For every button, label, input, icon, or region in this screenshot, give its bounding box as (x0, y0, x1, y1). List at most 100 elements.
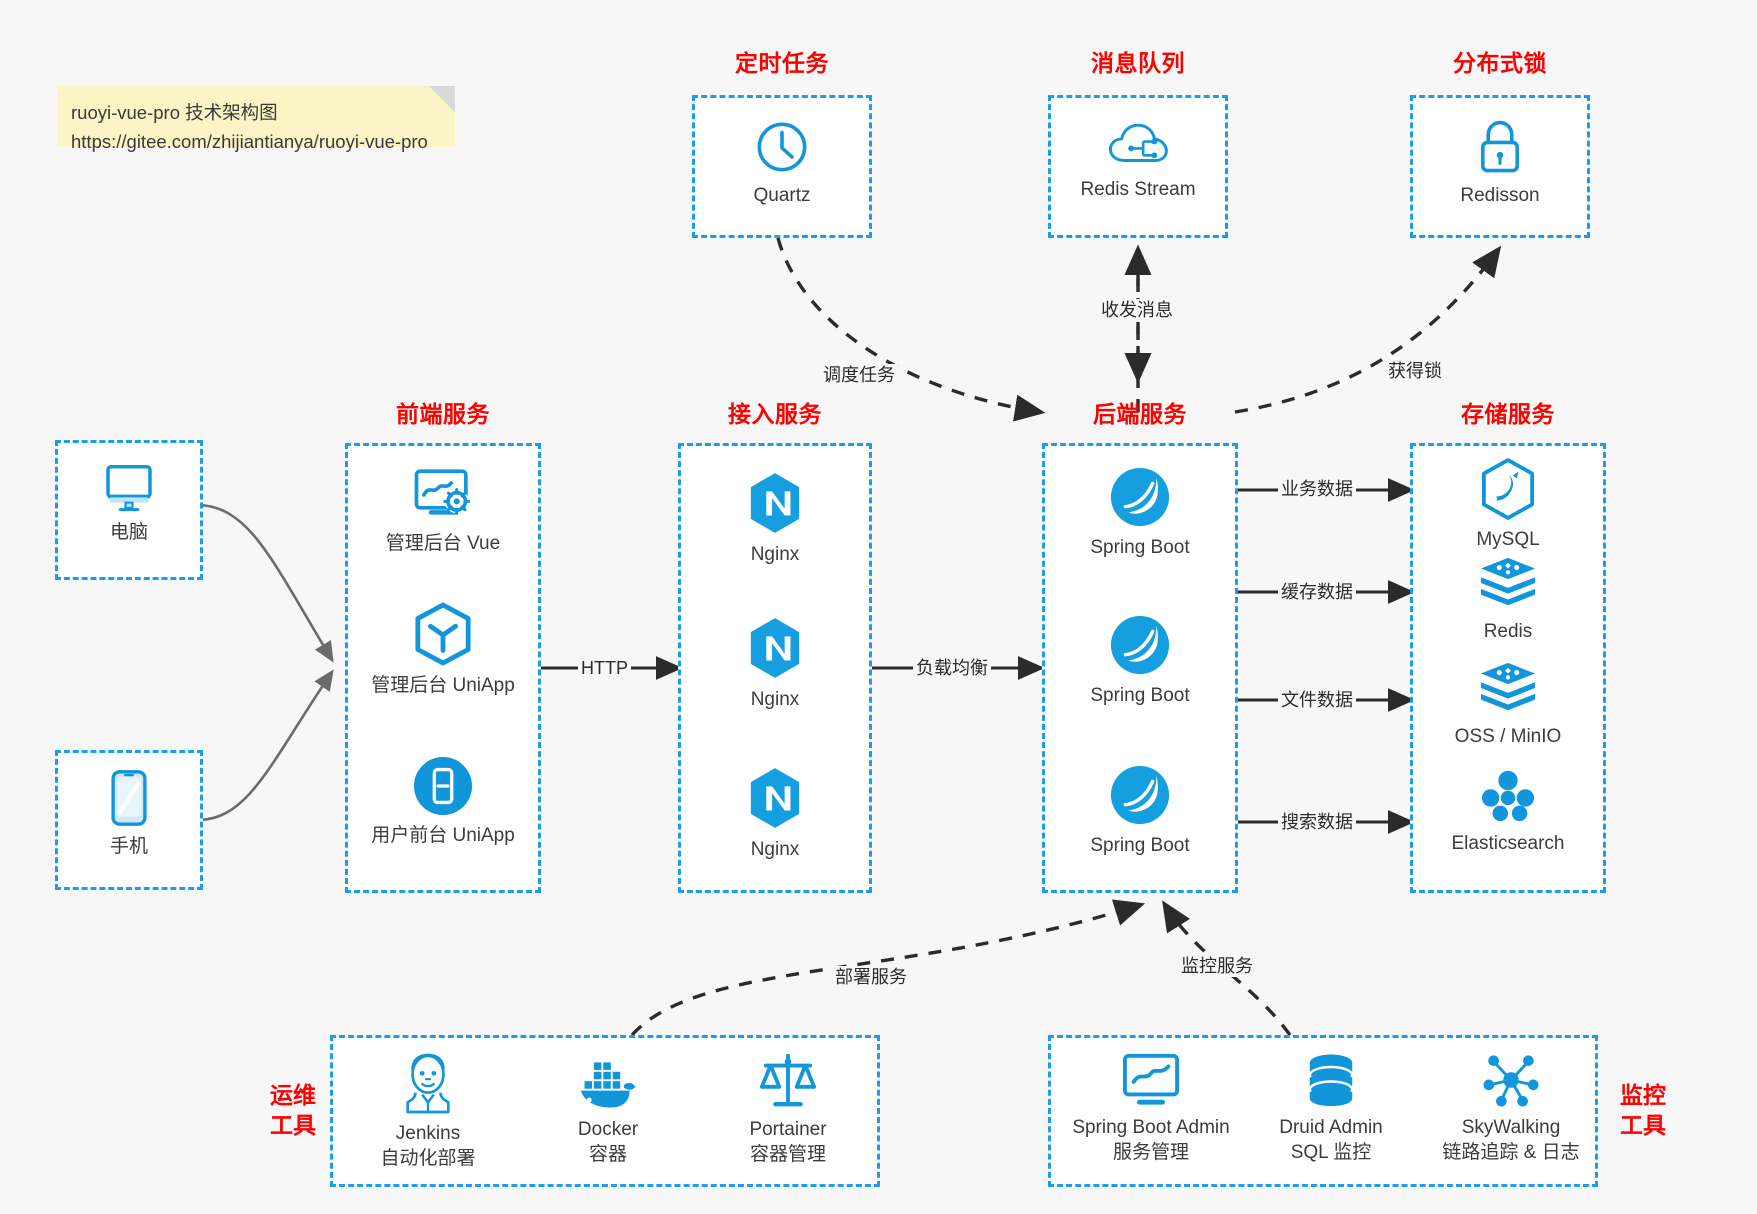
oss-stack-icon (1478, 661, 1538, 717)
node-label: Quartz (753, 185, 811, 206)
group-lock: Redisson (1410, 95, 1590, 238)
node-jenkins[interactable]: Jenkins 自动化部署 (343, 1052, 513, 1171)
devops-title-line1: 运维 (270, 1082, 316, 1108)
edge-label-business-data: 业务数据 (1278, 478, 1356, 500)
node-sublabel: 容器 (588, 1144, 627, 1165)
node-druid-admin[interactable]: Druid Admin SQL 监控 (1246, 1052, 1416, 1165)
group-title-devops: 运维 工具 (258, 1080, 328, 1140)
node-docker[interactable]: Docker 容器 (523, 1058, 693, 1167)
group-title-gateway: 接入服务 (728, 401, 822, 427)
node-spring-boot-3[interactable]: Spring Boot (1045, 764, 1235, 858)
edge-label-search-data: 搜索数据 (1278, 811, 1356, 833)
node-label: Spring Boot (1090, 537, 1190, 558)
node-label: Nginx (750, 839, 800, 860)
edge-label-http: HTTP (578, 657, 631, 679)
monitor-chart-icon (1120, 1052, 1182, 1108)
node-label: Redis Stream (1080, 179, 1196, 200)
edge-label-send-receive-message: 收发消息 (1098, 299, 1176, 321)
node-label: 管理后台 Vue (385, 533, 501, 554)
group-title-storage: 存储服务 (1461, 401, 1555, 427)
node-desktop[interactable]: 电脑 (58, 459, 200, 545)
edge-label-load-balance: 负载均衡 (913, 657, 991, 679)
monitor-gear-icon (411, 466, 475, 524)
node-admin-vue[interactable]: 管理后台 Vue (348, 466, 538, 556)
group-devops: Jenkins 自动化部署 Docker (330, 1035, 880, 1187)
group-title-backend: 后端服务 (1093, 401, 1187, 427)
elasticsearch-icon (1479, 768, 1537, 824)
nginx-icon (747, 766, 803, 830)
node-sublabel: SQL 监控 (1290, 1142, 1372, 1163)
monitor-title-line2: 工具 (1620, 1112, 1666, 1138)
node-nginx-3[interactable]: Nginx (681, 766, 869, 862)
group-title-monitor: 监控 工具 (1608, 1080, 1678, 1140)
group-title-mq: 消息队列 (1091, 50, 1185, 76)
node-nginx-1[interactable]: Nginx (681, 471, 869, 567)
node-nginx-2[interactable]: Nginx (681, 616, 869, 712)
group-title-scheduler: 定时任务 (735, 50, 829, 76)
client-box-phone: 手机 (55, 750, 203, 890)
node-sublabel: 自动化部署 (380, 1148, 476, 1169)
node-mysql[interactable]: MySQL (1413, 458, 1603, 552)
node-elasticsearch[interactable]: Elasticsearch (1413, 768, 1603, 856)
node-label: Spring Boot (1090, 685, 1190, 706)
node-sublabel: 链路追踪 & 日志 (1442, 1142, 1580, 1163)
spring-leaf-icon (1109, 614, 1171, 676)
group-title-frontend: 前端服务 (396, 401, 490, 427)
edge-label-schedule-task: 调度任务 (820, 364, 898, 386)
node-quartz[interactable]: Quartz (695, 118, 869, 208)
node-label: Spring Boot Admin (1072, 1117, 1230, 1138)
node-sublabel: 服务管理 (1112, 1142, 1189, 1163)
spring-leaf-icon (1109, 466, 1171, 528)
node-label: Nginx (750, 544, 800, 565)
node-redis-stream[interactable]: Redis Stream (1051, 120, 1225, 202)
node-label: 手机 (109, 836, 148, 857)
group-storage: MySQL Redis (1410, 443, 1606, 893)
note-fold-corner (429, 86, 455, 112)
node-redisson[interactable]: Redisson (1413, 118, 1587, 208)
database-icon (1304, 1052, 1358, 1108)
phone-icon (108, 769, 150, 827)
node-label: Spring Boot (1090, 835, 1190, 856)
edge-label-acquire-lock: 获得锁 (1385, 360, 1445, 382)
scales-icon (758, 1052, 818, 1110)
node-label: 电脑 (109, 522, 148, 543)
node-label: OSS / MinIO (1454, 726, 1562, 747)
node-spring-boot-2[interactable]: Spring Boot (1045, 614, 1235, 708)
node-skywalking[interactable]: SkyWalking 链路追踪 & 日志 (1421, 1052, 1601, 1165)
node-sublabel: 容器管理 (749, 1144, 826, 1165)
note-line-2: https://gitee.com/zhijiantianya/ruoyi-vu… (71, 131, 428, 152)
node-label: Elasticsearch (1451, 833, 1565, 854)
mobile-icon (413, 756, 473, 816)
skywalking-icon (1482, 1052, 1540, 1108)
node-label: Nginx (750, 689, 800, 710)
client-box-desktop: 电脑 (55, 440, 203, 580)
group-mq: Redis Stream (1048, 95, 1228, 238)
node-oss-minio[interactable]: OSS / MinIO (1413, 661, 1603, 749)
docker-whale-icon (577, 1058, 639, 1110)
node-redis[interactable]: Redis (1413, 556, 1603, 644)
node-admin-uniapp[interactable]: 管理后台 UniApp (348, 602, 538, 698)
node-label: Docker (577, 1119, 639, 1140)
node-label: MySQL (1476, 529, 1540, 550)
lock-icon (1474, 118, 1526, 176)
redis-stack-icon (1478, 556, 1538, 612)
node-label: SkyWalking (1461, 1117, 1561, 1138)
node-spring-boot-admin[interactable]: Spring Boot Admin 服务管理 (1051, 1052, 1251, 1165)
node-label: Portainer (749, 1119, 827, 1140)
node-portainer[interactable]: Portainer 容器管理 (703, 1052, 873, 1167)
note-line-1: ruoyi-vue-pro 技术架构图 (71, 102, 278, 123)
node-spring-boot-1[interactable]: Spring Boot (1045, 466, 1235, 560)
node-phone[interactable]: 手机 (58, 769, 200, 859)
group-scheduler: Quartz (692, 95, 872, 238)
node-label: 管理后台 UniApp (371, 675, 515, 696)
group-gateway: Nginx Nginx Nginx (678, 443, 872, 893)
node-label: Druid Admin (1279, 1117, 1383, 1138)
group-title-lock: 分布式锁 (1453, 50, 1547, 76)
diagram-note: ruoyi-vue-pro 技术架构图 https://gitee.com/zh… (57, 86, 455, 152)
clock-icon (753, 118, 811, 176)
cloud-network-icon (1107, 120, 1169, 170)
node-user-uniapp[interactable]: 用户前台 UniApp (348, 756, 538, 848)
nginx-icon (747, 616, 803, 680)
node-label: 用户前台 UniApp (371, 825, 515, 846)
monitor-title-line1: 监控 (1620, 1082, 1666, 1108)
